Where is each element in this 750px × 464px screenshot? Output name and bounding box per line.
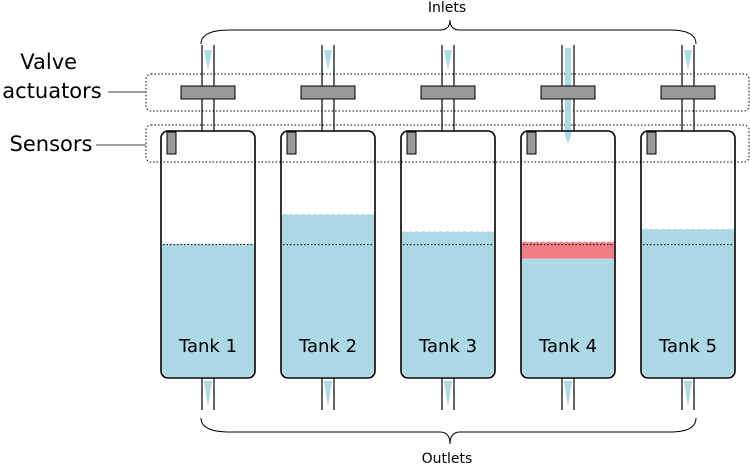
tank-outline	[400, 130, 496, 379]
water-fill	[402, 231, 495, 377]
level-sensor	[526, 131, 537, 155]
outlet-flow-arrow	[564, 381, 572, 406]
tank-label: Tank 1	[178, 336, 237, 357]
water-fill	[162, 243, 255, 377]
water-fill	[642, 228, 735, 377]
tank-outline	[640, 130, 736, 379]
valve-actuators-group-box	[145, 73, 750, 112]
sensors-label: Sensors	[10, 132, 93, 156]
valve-actuators-label-line2: actuators	[2, 79, 101, 103]
level-sensor	[406, 131, 417, 155]
outlet-flow-arrow	[684, 381, 692, 406]
tank-label: Tank 2	[298, 336, 357, 357]
tank-4: Tank 4	[520, 45, 616, 410]
alert-layer	[522, 241, 615, 259]
tank-5: Tank 5	[640, 45, 736, 410]
tank-outline	[520, 130, 616, 379]
inlet-flow-arrow	[324, 50, 332, 70]
tank-outline	[280, 130, 376, 379]
valve-actuator	[540, 85, 596, 100]
water-fill	[522, 258, 614, 377]
inlets-label: Inlets	[428, 0, 466, 16]
valve-actuator	[660, 85, 716, 100]
sensors-group-box	[145, 124, 750, 163]
valve-actuators-label: Valve actuators	[2, 50, 101, 103]
water-fill	[282, 213, 375, 377]
tank-label: Tank 3	[418, 336, 477, 357]
inlet-flow-arrow	[204, 50, 212, 70]
tank-label: Tank 5	[658, 336, 717, 357]
outlet-flow-arrow	[444, 381, 452, 406]
inlet-flow-arrow	[444, 50, 452, 70]
tank-outline	[160, 130, 256, 379]
valve-actuator	[300, 85, 356, 100]
outlets-label: Outlets	[422, 451, 473, 464]
outlet-flow-arrow	[324, 381, 332, 406]
outlet-flow-arrow	[204, 381, 212, 406]
inlet-flow-arrow	[684, 50, 692, 70]
outlets-brace	[200, 417, 697, 445]
tank-label: Tank 4	[538, 336, 597, 357]
tanks-layer: Tank 1 Tank 2 Tank 3 Tank 4 Tank 5	[160, 45, 736, 410]
valve-actuator	[180, 85, 236, 100]
valve-actuators-label-line1: Valve	[20, 50, 77, 74]
valve-actuator	[420, 85, 476, 100]
level-sensor	[166, 131, 177, 155]
level-sensor	[646, 131, 657, 155]
level-sensor	[286, 131, 297, 155]
tank-3: Tank 3	[400, 45, 496, 410]
tank-1: Tank 1	[160, 45, 256, 410]
tank-2: Tank 2	[280, 45, 376, 410]
inlets-brace	[200, 19, 697, 45]
